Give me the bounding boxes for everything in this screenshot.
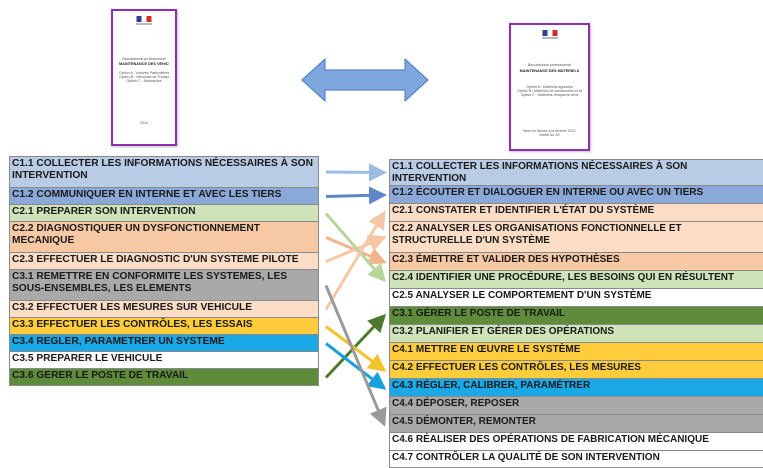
- right-competence-row: C2.1 CONSTATER ET IDENTIFIER L'ÉTAT DU S…: [389, 204, 763, 222]
- left-competence-row: C1.2 COMMUNIQUER EN INTERNE ET AVEC LES …: [9, 188, 319, 205]
- left-competence-row: C1.1 COLLECTER LES INFORMATIONS NÉCESSAI…: [9, 156, 319, 188]
- right-competence-row: C3.2 PLANIFIER ET GÉRER DES OPÉRATIONS: [389, 325, 763, 343]
- doc-right-line: Option C : Matériels d'espaces verts: [520, 93, 579, 97]
- link-arrow: [325, 163, 387, 182]
- right-competence-row: C2.2 ANALYSER LES ORGANISATIONS FONCTION…: [389, 222, 763, 253]
- right-competence-row: C2.4 IDENTIFIER UNE PROCÉDURE, LES BESOI…: [389, 271, 763, 289]
- french-flag-icon: [136, 16, 152, 22]
- right-competence-row: C3.1 GÉRER LE POSTE DE TRAVAIL: [389, 307, 763, 325]
- left-document-cover: Baccalauréat professionnel MAINTENANCE D…: [111, 9, 177, 146]
- republic-logo-text: [113, 23, 175, 25]
- doc-left-line: Option A : Voitures Particulières: [119, 71, 169, 75]
- left-competence-row: C3.6 GERER LE POSTE DE TRAVAIL: [9, 369, 319, 386]
- left-competence-row: C3.4 REGLER, PARAMETRER UN SYSTEME: [9, 335, 319, 352]
- doc-right-title: MAINTENANCE DES MATÉRIELS: [519, 69, 580, 73]
- right-competence-row: C4.5 DÉMONTER, REMONTER: [389, 415, 763, 433]
- republic-logo-text: [511, 37, 588, 39]
- right-competence-row: C4.2 EFFECTUER LES CONTRÔLES, LES MESURE…: [389, 361, 763, 379]
- right-competence-row: C4.6 RÉALISER DES OPÉRATIONS DE FABRICAT…: [389, 433, 763, 451]
- doc-right-line: Baccalauréat professionnel: [527, 63, 572, 67]
- right-competence-row: C2.3 ÉMETTRE ET VALIDER DES HYPOTHÈSES: [389, 253, 763, 271]
- right-competence-row: C4.7 CONTRÔLER LA QUALITÉ DE SON INTERVE…: [389, 451, 763, 468]
- right-competence-row: C4.1 METTRE EN ŒUVRE LE SYSTÈME: [389, 343, 763, 361]
- vehicle-competences-table: C1.1 COLLECTER LES INFORMATIONS NÉCESSAI…: [9, 156, 319, 386]
- left-competence-row: C2.2 DIAGNOSTIQUER UN DYSFONCTIONNEMENT …: [9, 222, 319, 253]
- link-arrow: [325, 234, 387, 263]
- right-competence-row: C4.3 RÉGLER, CALIBRER, PARAMÉTRER: [389, 379, 763, 397]
- doc-right-line: Mise en œuvre à la rentrée 2015: [523, 129, 576, 133]
- left-competence-row: C3.5 PREPARER LE VEHICULE: [9, 352, 319, 369]
- doc-right-line: Option B : Matériels de construction et …: [517, 89, 582, 93]
- link-arrow: [325, 325, 387, 372]
- doc-left-year: 2014: [140, 121, 148, 125]
- left-competence-row: C2.3 EFFECTUER LE DIAGNOSTIC D'UN SYSTEM…: [9, 253, 319, 270]
- equipment-competences-table: C1.1 COLLECTER LES INFORMATIONS NÉCESSAI…: [389, 159, 763, 468]
- link-arrow: [325, 236, 387, 265]
- link-arrow: [324, 284, 387, 427]
- doc-right-line: Option A : Matériels agricoles: [526, 85, 573, 89]
- link-arrow: [324, 313, 387, 379]
- left-competence-row: C3.3 EFFECTUER LES CONTRÔLES, LES ESSAIS: [9, 318, 319, 335]
- link-arrow: [324, 212, 386, 283]
- doc-left-line: Baccalauréat professionnel: [122, 57, 166, 61]
- left-competence-row: C3.2 EFFECTUER LES MESURES SUR VEHICULE: [9, 301, 319, 318]
- doc-left-line: Option C : Motocycles: [126, 79, 162, 83]
- link-arrow: [324, 210, 386, 311]
- left-competence-row: C3.1 REMETTRE EN CONFORMITE LES SYSTEMES…: [9, 270, 319, 301]
- right-competence-row: C4.4 DÉPOSER, REPOSER: [389, 397, 763, 415]
- double-arrow-icon: [301, 58, 429, 102]
- doc-left-line: Option B : Véhicules de Transport Routie…: [119, 75, 169, 79]
- right-competence-row: C1.2 ÉCOUTER ET DIALOGUER EN INTERNE OU …: [389, 186, 763, 204]
- french-flag-icon: [542, 30, 557, 36]
- link-arrow: [325, 186, 387, 205]
- link-arrow: [325, 342, 387, 390]
- left-competence-row: C2.1 PREPARER SON INTERVENTION: [9, 205, 319, 222]
- right-competence-row: C2.5 ANALYSER LE COMPORTEMENT D'UN SYSTÈ…: [389, 289, 763, 307]
- right-competence-row: C1.1 COLLECTER LES INFORMATIONS NÉCESSAI…: [389, 159, 763, 186]
- doc-right-line: Arrêté du JO: [539, 133, 560, 137]
- doc-left-title: MAINTENANCE DES VÉHICULES: [119, 62, 169, 66]
- right-document-cover: Baccalauréat professionnel MAINTENANCE D…: [509, 23, 590, 151]
